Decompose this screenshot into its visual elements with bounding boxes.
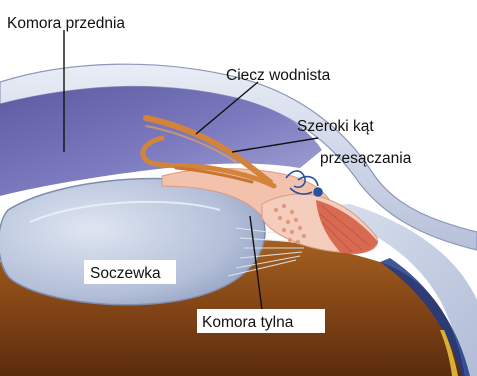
lens bbox=[0, 179, 265, 305]
label-drainage-angle-line2: przesączania bbox=[320, 150, 412, 167]
label-drainage-angle-line1: Szeroki kąt bbox=[297, 118, 374, 135]
label-anterior-chamber: Komora przednia bbox=[7, 15, 125, 32]
label-posterior-chamber: Komora tylna bbox=[202, 314, 294, 331]
label-aqueous-humor: Ciecz wodnista bbox=[226, 67, 331, 84]
label-lens: Soczewka bbox=[90, 265, 161, 282]
